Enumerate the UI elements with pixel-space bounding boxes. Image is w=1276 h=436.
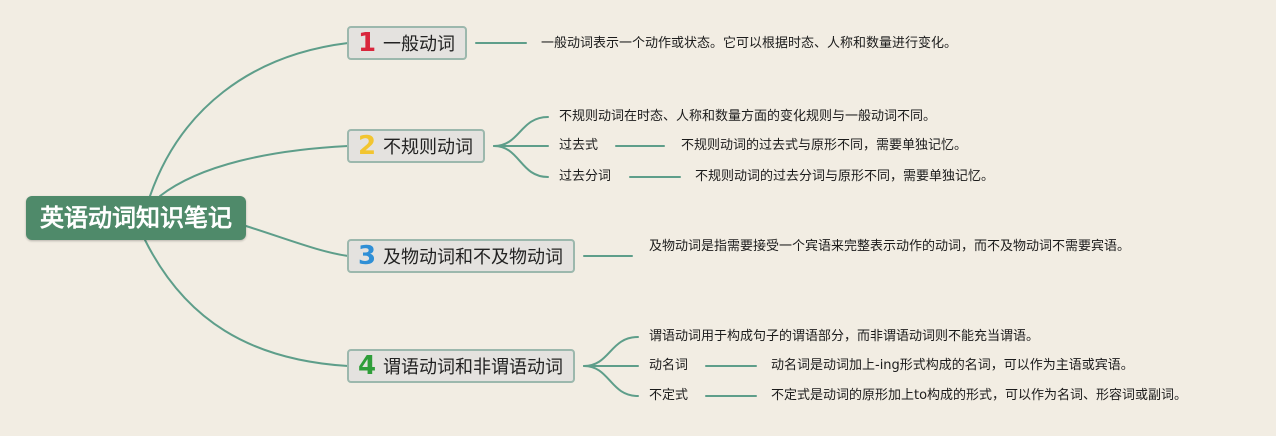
branch-4-sub-term-1[interactable]: 动名词 [649,358,689,373]
branch-2-sub-term-2[interactable]: 过去分词 [559,169,612,184]
branch-node-4[interactable]: 4 谓语动词和非谓语动词 [347,349,575,383]
branch-2-sub-desc-1: 不规则动词的过去式与原形不同，需要单独记忆。 [681,138,968,153]
link-b4-desc [583,336,639,367]
link-b4-sub2 [583,365,639,397]
branch-4-sub-desc-1: 动名词是动词加上-ing形式构成的名词，可以作为主语或宾语。 [771,358,1134,373]
link-root-b4 [144,239,349,367]
link-root-b2 [159,145,349,197]
branch-2-description: 不规则动词在时态、人称和数量方面的变化规则与一般动词不同。 [559,109,937,124]
root-node[interactable]: 英语动词知识笔记 [26,196,246,240]
branch-1-description: 一般动词表示一个动作或状态。它可以根据时态、人称和数量进行变化。 [541,36,958,51]
branch-label-4: 谓语动词和非谓语动词 [383,357,563,378]
branch-2-sub-desc-2: 不规则动词的过去分词与原形不同，需要单独记忆。 [695,169,995,184]
number-badge-2: 2 [357,131,377,161]
link-b2-desc [493,116,549,147]
branch-node-2[interactable]: 2 不规则动词 [347,129,485,163]
number-badge-4: 4 [357,351,377,381]
link-root-b3 [245,225,349,257]
branch-2-sub-term-1[interactable]: 过去式 [559,138,599,153]
branch-label-1: 一般动词 [383,34,455,55]
branch-label-2: 不规则动词 [383,137,473,158]
branch-node-1[interactable]: 1 一般动词 [347,26,467,60]
branch-label-3: 及物动词和不及物动词 [383,247,563,268]
branch-node-3[interactable]: 3 及物动词和不及物动词 [347,239,575,273]
branch-3-description: 及物动词是指需要接受一个宾语来完整表示动作的动词，而不及物动词不需要宾语。 [649,239,1131,254]
branch-4-description: 谓语动词用于构成句子的谓语部分，而非谓语动词则不能充当谓语。 [649,329,1040,344]
branch-4-sub-desc-2: 不定式是动词的原形加上to构成的形式，可以作为名词、形容词或副词。 [771,388,1188,403]
link-b2-sub2 [493,145,549,178]
link-root-b1 [149,42,349,197]
root-title: 英语动词知识笔记 [40,204,232,232]
number-badge-3: 3 [357,241,377,271]
branch-4-sub-term-2[interactable]: 不定式 [649,388,689,403]
number-badge-1: 1 [357,28,377,58]
